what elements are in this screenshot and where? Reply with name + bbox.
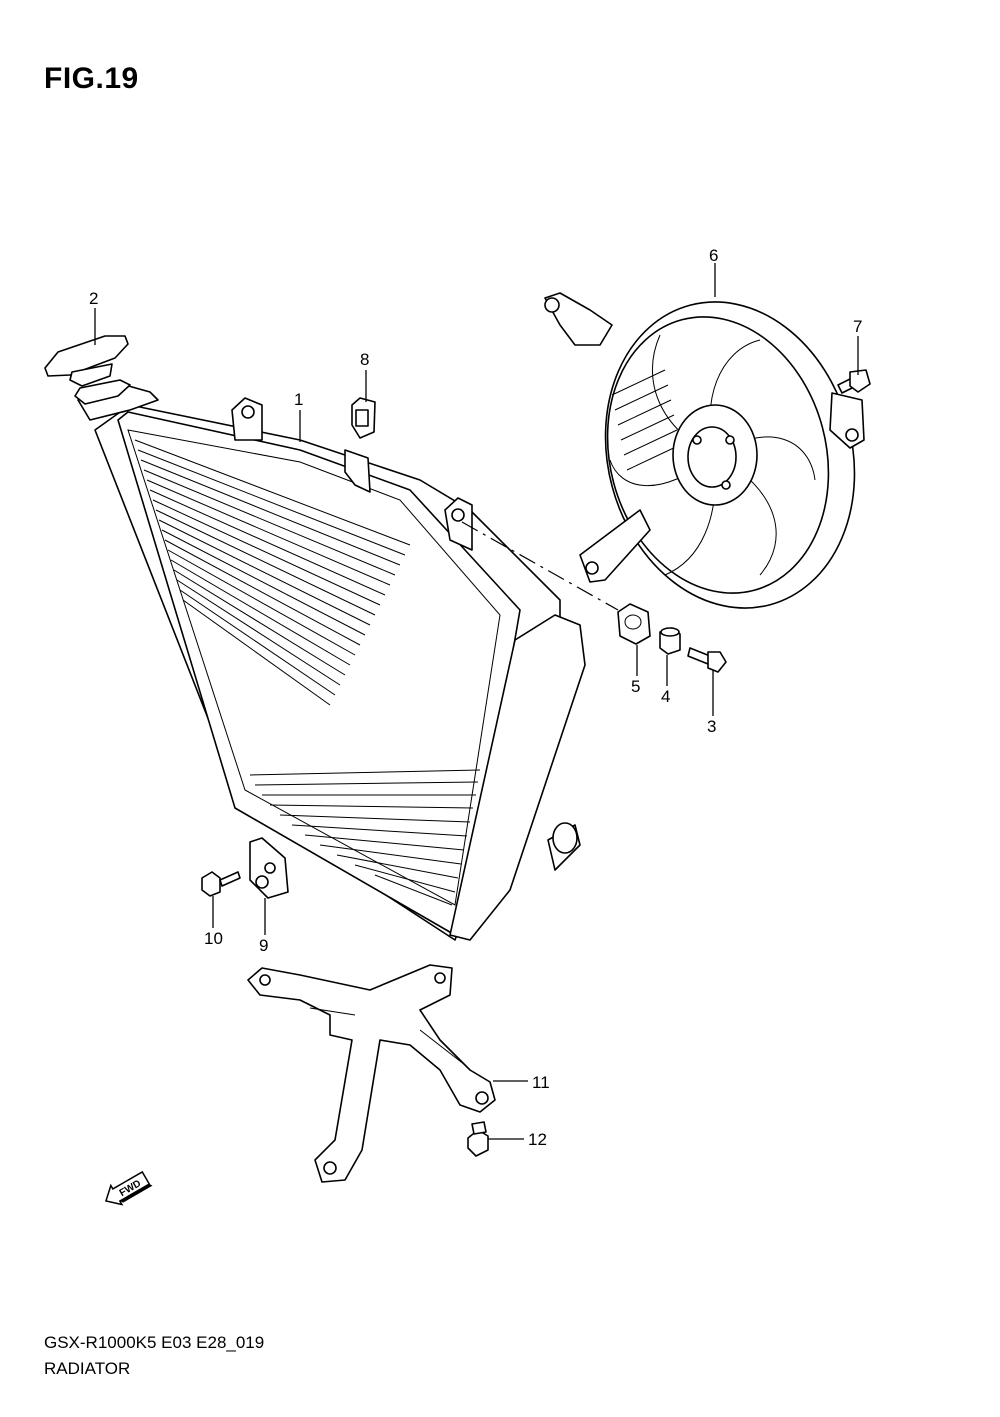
callout-11: 11 — [532, 1073, 550, 1092]
fwd-arrow-icon: FWD — [104, 1170, 153, 1206]
callout-3: 3 — [707, 717, 716, 736]
bolt-3 — [687, 647, 727, 673]
bracket-9 — [249, 837, 289, 899]
bolt-12 — [467, 1121, 489, 1157]
figure-title: FIG.19 — [44, 62, 139, 95]
callout-2: 2 — [89, 289, 98, 308]
spacer — [659, 627, 681, 655]
clip-nut — [351, 397, 376, 439]
lower-stay-11 — [247, 964, 496, 1183]
callout-6: 6 — [709, 246, 718, 265]
radiator-core — [77, 384, 586, 941]
radiator-cap — [44, 335, 131, 405]
callout-8: 8 — [360, 350, 369, 369]
callout-9: 9 — [259, 936, 268, 955]
figure-code: GSX-R1000K5 E03 E28_019 — [44, 1333, 265, 1352]
cooling-fan-assembly — [544, 292, 865, 609]
bolt-7 — [837, 369, 871, 394]
grommet — [617, 603, 651, 645]
callout-labels: 1 2 3 4 5 6 7 8 9 10 11 12 — [89, 246, 862, 1149]
callout-7: 7 — [853, 317, 862, 336]
callout-5: 5 — [631, 677, 640, 696]
callout-12: 12 — [528, 1130, 547, 1149]
callout-4: 4 — [661, 687, 670, 706]
bolt-10 — [201, 871, 241, 897]
callout-10: 10 — [204, 929, 223, 948]
leader-lines — [94, 263, 859, 1140]
assembly-line — [461, 521, 619, 611]
figure-name: RADIATOR — [44, 1359, 131, 1378]
callout-1: 1 — [294, 390, 303, 409]
